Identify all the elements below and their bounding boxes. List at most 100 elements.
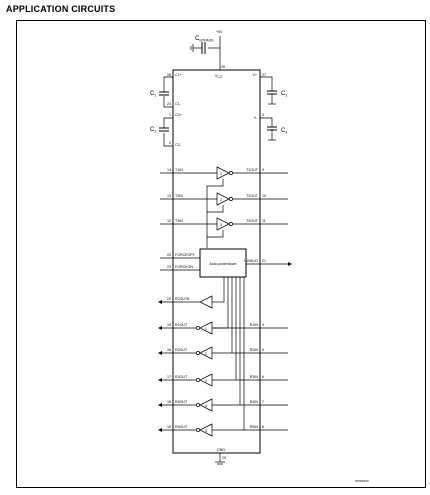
receiver-r2outb-pin: 20: [167, 297, 171, 301]
driver-2-in-pin: 13: [167, 194, 171, 198]
driver-3-out-label: T3OUT: [246, 219, 259, 223]
driver-2-number: 2: [220, 198, 222, 202]
receiver-1-in-label: R1IN: [250, 323, 259, 327]
receiver-r2outb-buffer: [199, 295, 213, 309]
receiver-5-in-label: R5IN: [250, 425, 259, 429]
receiver-1-out-label: R1OUT: [175, 323, 188, 327]
receiver-2-out-label: R2OUT: [175, 348, 188, 352]
c2-wire-bot: [163, 133, 173, 147]
driver-3-out-pin: 11: [262, 219, 266, 223]
driver-3-in-pin: 12: [167, 219, 171, 223]
c3-pin: 27: [262, 73, 266, 77]
receiver-4-arrow: [158, 403, 162, 407]
ground-section: GND 25: [215, 448, 226, 465]
receiver-2: 18 R2OUT R2IN 5 2: [158, 346, 288, 360]
cap-c3: 27 V+ C3: [253, 73, 287, 105]
receiver-r2outb: 20 R2OUTB: [158, 295, 224, 309]
c4-wire-top: [260, 117, 273, 127]
c3-wire-top: [260, 76, 273, 91]
driver-2-out-pin: 10: [262, 194, 266, 198]
receiver-5-buffer: [199, 423, 213, 437]
receiver-5-number: 5: [205, 429, 207, 433]
forceoff-label: FORCEOFF: [175, 253, 196, 257]
receiver-5-arrow: [158, 428, 162, 432]
figure-frame: [16, 20, 426, 488]
c2-pin-top: 1: [169, 113, 171, 117]
receiver-4-out-label: R4OUT: [175, 400, 188, 404]
receiver-3-buffer: [199, 373, 213, 387]
gnd-label: GND: [217, 448, 225, 452]
receiver-4-in-label: R4IN: [250, 400, 259, 404]
cap-c2: 1 C2+ 2 C2- C2: [150, 113, 182, 147]
forceoff-pin: 22: [167, 253, 171, 257]
c4-name: C4: [281, 128, 287, 135]
driver-3-buffer: [216, 217, 230, 231]
receiver-3: 17 R3OUT R3IN 6 3: [158, 373, 288, 387]
receiver-4-number: 4: [205, 404, 207, 408]
c2-name: C2: [150, 127, 156, 134]
c4-label: V-: [254, 116, 258, 120]
receiver-1-out-pin: 19: [167, 323, 171, 327]
receiver-4: 16 R4OUT R4IN 7 4: [158, 398, 288, 412]
c1-wire-top: [163, 76, 173, 92]
c2-wire-top: [163, 117, 173, 128]
section-heading: APPLICATION CIRCUITS: [6, 4, 116, 14]
driver-3-number: 3: [220, 223, 222, 227]
driver-1-inverter-bubble: [229, 171, 233, 175]
receiver-1-inverter-bubble: [196, 326, 200, 330]
driver-3-inverter-bubble: [229, 222, 233, 226]
driver-2-inverter-bubble: [229, 197, 233, 201]
receiver-3-arrow: [158, 378, 162, 382]
receiver-1-in-pin: 4: [262, 323, 264, 327]
receiver-5-out-pin: 15: [167, 425, 171, 429]
driver-2-buffer: [216, 192, 230, 206]
c1-pin-bot: 24: [167, 102, 171, 106]
receiver-3-in-label: R3IN: [250, 375, 259, 379]
invalid-label: INVALID: [244, 259, 258, 263]
auto-powerdown-label: Auto-powerdown: [210, 262, 237, 266]
c3-label: V+: [253, 73, 258, 77]
driver-3-in-label: T3IN: [175, 219, 183, 223]
receiver-2-buffer: [199, 346, 213, 360]
driver-1-out-label: T1OUT: [246, 168, 259, 172]
receiver-5-out-label: R5OUT: [175, 425, 188, 429]
receiver-2-arrow: [158, 351, 162, 355]
invalid-arrow: [288, 262, 292, 266]
receiver-5-inverter-bubble: [196, 428, 200, 432]
cap-c1: 28 C1+ 24 C1- C1: [150, 73, 182, 108]
c1-wire-bot: [163, 96, 173, 108]
receiver-1-number: 1: [205, 327, 207, 331]
c4-pin: 3: [262, 113, 264, 117]
driver-2-in-label: T2IN: [175, 194, 183, 198]
c1-label-bot: C1-: [175, 102, 182, 106]
receiver-5: 15 R5OUT R5IN 8 5: [158, 423, 288, 437]
receiver-1-arrow: [158, 326, 162, 330]
receiver-4-out-pin: 16: [167, 400, 171, 404]
driver-1-number: 1: [220, 172, 222, 176]
supply-section: +5V CBYPASS 26 VCC: [190, 30, 225, 79]
receiver-3-inverter-bubble: [196, 378, 200, 382]
driver-2-out-label: T2OUT: [246, 194, 259, 198]
invalid-pin: 21: [262, 259, 266, 263]
receiver-2-out-pin: 18: [167, 348, 171, 352]
receiver-2-in-label: R2IN: [250, 348, 259, 352]
c2-label-bot: C2-: [175, 143, 182, 147]
receiver-r2outb-label: R2OUTB: [175, 297, 190, 301]
figure-code: mxxxxxx: [355, 479, 369, 483]
vcc-supply-label: +5V: [216, 30, 223, 34]
receiver-3-out-pin: 17: [167, 375, 171, 379]
receiver-2-number: 2: [205, 352, 207, 356]
c1-name: C1: [150, 91, 156, 98]
receiver-4-inverter-bubble: [196, 403, 200, 407]
receiver-2-in-pin: 5: [262, 348, 264, 352]
c2-label-top: C2+: [175, 113, 182, 117]
receiver-3-out-label: R3OUT: [175, 375, 188, 379]
receiver-2-inverter-bubble: [196, 351, 200, 355]
forceon-pin: 23: [167, 265, 171, 269]
control-inputs: 22 FORCEOFF 23 FORCEON: [160, 253, 200, 271]
driver-enable-bus: [206, 179, 224, 248]
cap-c4: 3 V- C4: [254, 113, 287, 141]
forceon-label: FORCEON: [175, 265, 193, 269]
driver-1: 14 T1IN T1OUT 9 1: [160, 166, 288, 180]
